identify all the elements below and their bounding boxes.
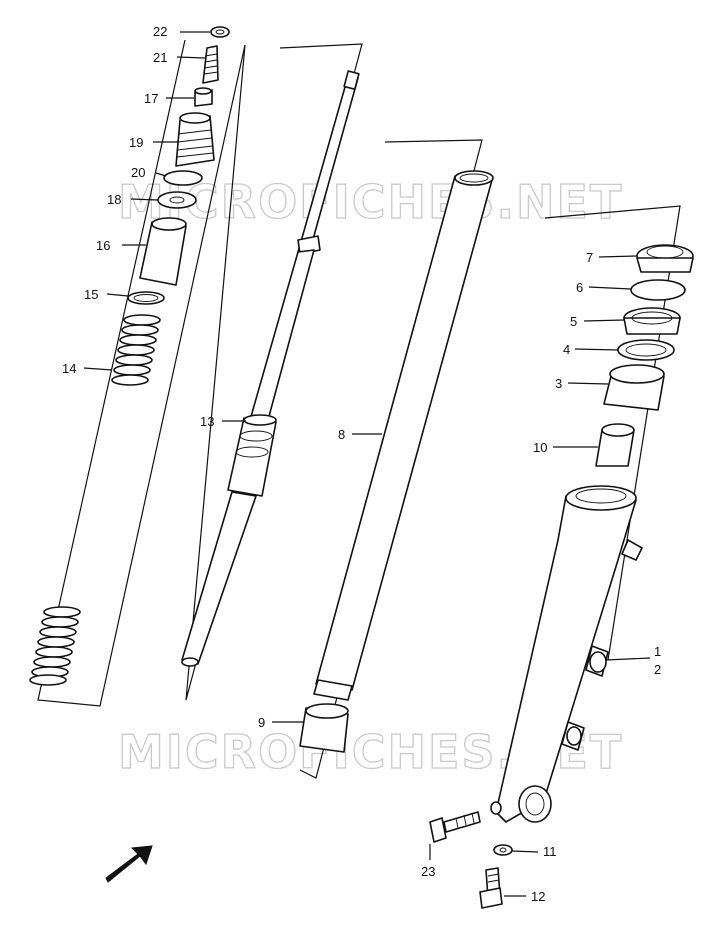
part-10-piece (595, 423, 635, 467)
part-22-washer (210, 26, 230, 38)
part-5-oil-seal (623, 307, 681, 335)
part-11-washer (493, 844, 513, 856)
label-14: 14 (62, 361, 76, 376)
watermark-top: MICROFICHES.NET (118, 175, 623, 229)
label-20: 20 (131, 165, 145, 180)
label-16: 16 (96, 238, 110, 253)
label-12: 12 (531, 889, 545, 904)
part-9-bushing (299, 703, 349, 753)
label-9: 9 (258, 715, 265, 730)
label-7: 7 (586, 250, 593, 265)
label-23: 23 (421, 864, 435, 879)
part-14-spring-bottom (29, 606, 81, 686)
label-8: 8 (338, 427, 345, 442)
label-5: 5 (570, 314, 577, 329)
part-23-bolt (429, 811, 481, 843)
label-19: 19 (129, 135, 143, 150)
label-11: 11 (543, 844, 557, 859)
part-14-spring-top (111, 314, 161, 386)
part-1-outer-tube (490, 485, 643, 823)
part-16-spacer-tube (139, 217, 187, 286)
part-13-damper-rod (181, 70, 360, 667)
part-21-adjuster (202, 45, 219, 84)
label-15: 15 (84, 287, 98, 302)
part-18-seat (157, 191, 197, 209)
label-10: 10 (533, 440, 547, 455)
label-3: 3 (555, 376, 562, 391)
label-21: 21 (153, 50, 167, 65)
label-13: 13 (200, 414, 214, 429)
leader-lines (83, 31, 651, 897)
part-7-dust-seal (636, 244, 694, 273)
part-17-spacer (194, 87, 213, 107)
part-3-bushing (603, 364, 665, 411)
label-2: 2 (654, 662, 661, 677)
part-4-washer (617, 339, 675, 361)
fwd-label: FWD (121, 860, 141, 878)
label-1: 1 (654, 644, 661, 659)
part-15-washer (127, 291, 165, 305)
fwd-arrow-icon: FWD (105, 845, 153, 883)
part-12-bolt (479, 867, 503, 909)
part-19-cap-bolt (175, 112, 215, 167)
label-4: 4 (563, 342, 570, 357)
part-8-inner-tube (313, 170, 494, 701)
part-6-circlip (630, 279, 686, 301)
label-17: 17 (144, 91, 158, 106)
label-18: 18 (107, 192, 121, 207)
label-6: 6 (576, 280, 583, 295)
part-20-o-ring (163, 170, 203, 186)
label-22: 22 (153, 24, 167, 39)
